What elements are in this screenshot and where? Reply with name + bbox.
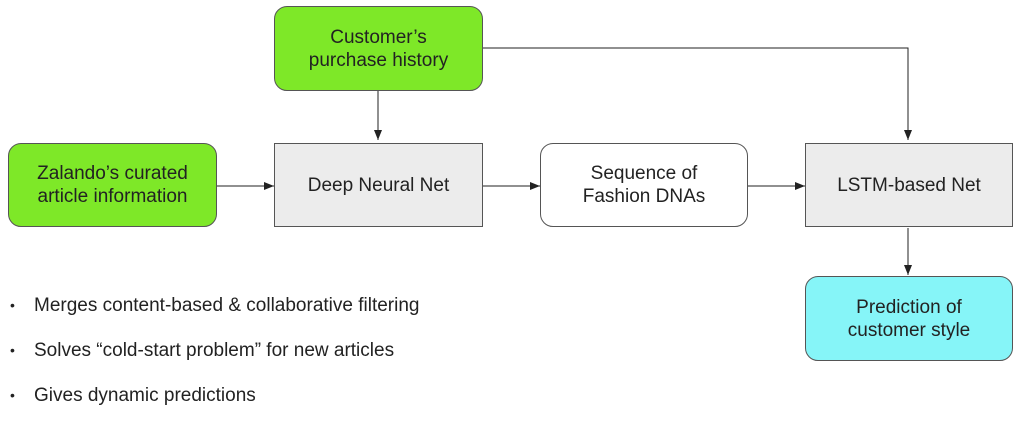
node-prediction-line1: Prediction of bbox=[856, 296, 962, 318]
bullet-marker: • bbox=[10, 342, 15, 358]
node-deep-neural-net-label: Deep Neural Net bbox=[307, 174, 450, 196]
edge-purchase-to-lstm bbox=[483, 47, 912, 140]
connector-arrows bbox=[217, 47, 912, 275]
bullet-text: Gives dynamic predictions bbox=[34, 385, 256, 406]
node-purchase-history-line2: purchase history bbox=[308, 49, 449, 71]
node-prediction: Prediction of customer style bbox=[805, 276, 1013, 361]
node-lstm-net: LSTM-based Net bbox=[805, 143, 1013, 227]
bullet-list: • Merges content-based & collaborative f… bbox=[10, 294, 419, 429]
bullet-marker: • bbox=[10, 297, 15, 313]
bullet-item: • Merges content-based & collaborative f… bbox=[10, 294, 419, 317]
node-curated-article-info-line2: article information bbox=[37, 186, 188, 207]
node-prediction-text: Prediction of customer style bbox=[848, 296, 970, 342]
node-curated-article-info-line1: Zalando’s curated bbox=[37, 163, 188, 184]
bullet-text: Merges content-based & collaborative fil… bbox=[34, 295, 420, 316]
node-purchase-history: Customer’s purchase history bbox=[274, 6, 483, 91]
bullet-item: • Gives dynamic predictions bbox=[10, 384, 419, 407]
node-curated-article-info: Zalando’s curated article information bbox=[8, 143, 217, 227]
node-purchase-history-line1: Customer’s bbox=[330, 26, 427, 48]
node-fashion-dna-sequence: Sequence of Fashion DNAs bbox=[540, 143, 748, 227]
bullet-marker: • bbox=[10, 387, 15, 403]
node-deep-neural-net: Deep Neural Net bbox=[274, 143, 483, 227]
node-fashion-dna-sequence-line1: Sequence of bbox=[590, 163, 698, 184]
node-prediction-line2: customer style bbox=[847, 319, 971, 341]
bullet-text: Solves “cold-start problem” for new arti… bbox=[34, 340, 395, 361]
node-purchase-history-text: Customer’s purchase history bbox=[309, 26, 448, 72]
node-lstm-net-label: LSTM-based Net bbox=[837, 174, 981, 196]
node-curated-article-info-text: Zalando’s curated article information bbox=[37, 162, 188, 208]
node-fashion-dna-sequence-line2: Fashion DNAs bbox=[582, 186, 706, 207]
node-fashion-dna-sequence-text: Sequence of Fashion DNAs bbox=[583, 162, 706, 208]
bullet-item: • Solves “cold-start problem” for new ar… bbox=[10, 339, 419, 362]
